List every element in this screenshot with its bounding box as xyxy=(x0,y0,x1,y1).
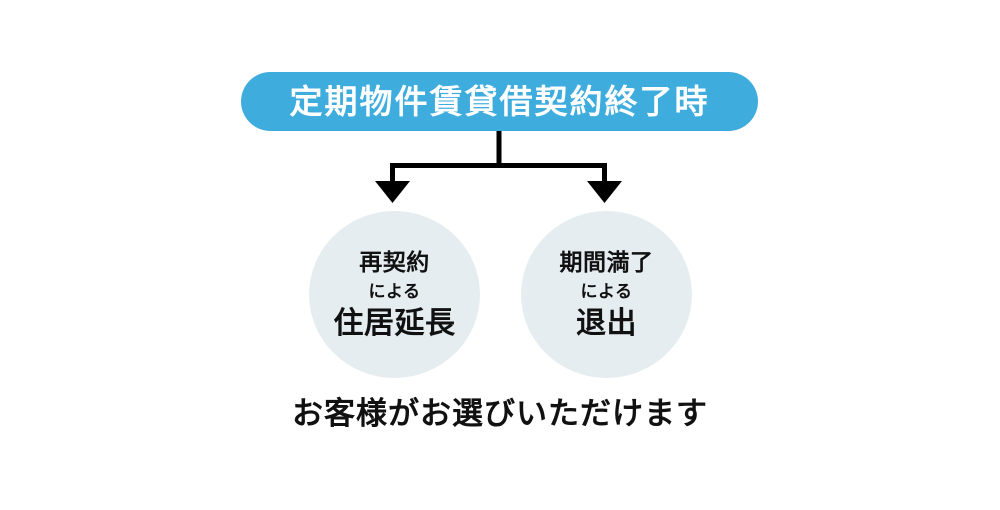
branch-renewal-line3: 住居延長 xyxy=(333,306,456,340)
branch-circle-renewal: 再契約 による 住居延長 xyxy=(309,211,480,378)
branch-renewal-line2: による xyxy=(368,281,421,301)
branch-expiry-line3: 退出 xyxy=(576,306,637,340)
arrow-down-icon xyxy=(375,181,410,203)
branch-circle-expiry: 期間満了 による 退出 xyxy=(521,211,692,378)
footer-caption: お客様がお選びいただけます xyxy=(292,396,708,431)
branch-renewal-line1: 再契約 xyxy=(359,248,430,275)
arrow-down-icon xyxy=(587,181,622,203)
contract-end-banner-label: 定期物件賃貸借契約終了時 xyxy=(289,83,710,120)
contract-end-banner: 定期物件賃貸借契約終了時 xyxy=(241,72,758,131)
branch-expiry-line2: による xyxy=(580,281,633,301)
branch-expiry-line1: 期間満了 xyxy=(559,248,654,275)
